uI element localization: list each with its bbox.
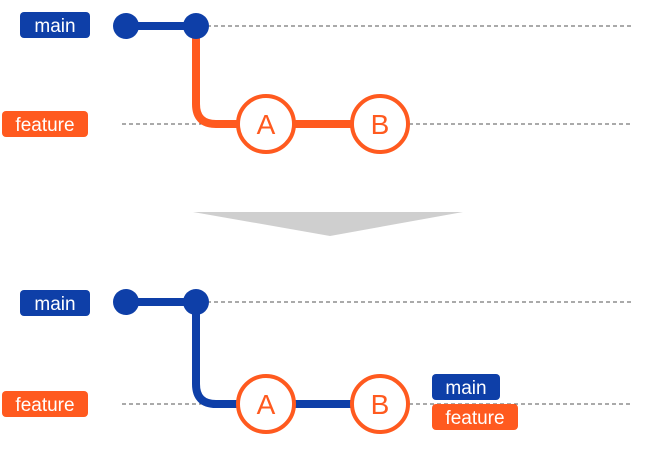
before-commit-b-circle	[350, 94, 410, 154]
before-feature-branch-badge	[2, 111, 88, 137]
before-feature-edge	[192, 26, 380, 128]
after-tip-feature-label: feature	[445, 408, 504, 429]
after-tip-feature-badge	[432, 404, 518, 430]
after-main-branch-label: main	[34, 294, 75, 315]
before-main-branch-label: main	[34, 16, 75, 37]
before-commit-b-label: B	[371, 109, 390, 140]
after-commit-a-label: A	[257, 389, 276, 420]
after-feature-branch-label: feature	[15, 395, 74, 416]
before-main-commit-1	[113, 13, 139, 39]
after-commit-b-label: B	[371, 389, 390, 420]
after-state: A B main feature main feature	[2, 289, 632, 434]
before-state: A B main feature	[2, 12, 632, 154]
after-commit-a-circle	[236, 374, 296, 434]
before-feature-branch-label: feature	[15, 115, 74, 136]
before-main-branch-badge	[20, 12, 90, 38]
before-main-commit-2	[183, 13, 209, 39]
after-tip-main-badge	[432, 374, 500, 400]
before-commit-a-circle	[236, 94, 296, 154]
after-commit-b-circle	[350, 374, 410, 434]
after-tip-main-label: main	[445, 378, 486, 399]
before-commit-a-label: A	[257, 109, 276, 140]
after-main-commit-2	[183, 289, 209, 315]
after-feature-branch-badge	[2, 391, 88, 417]
after-main-commit-1	[113, 289, 139, 315]
after-main-branch-badge	[20, 290, 90, 316]
after-main-fastforward-edge	[192, 302, 380, 408]
down-arrow-icon	[193, 212, 463, 236]
